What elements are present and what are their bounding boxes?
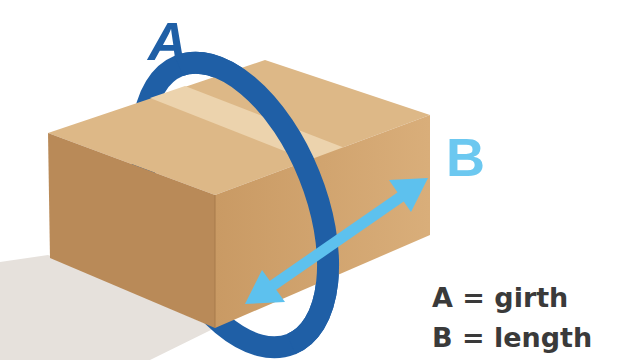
girth-band-front — [160, 36, 365, 364]
dimension-letter: A — [148, 14, 187, 68]
box-left-face — [48, 133, 215, 328]
box-edge — [215, 195, 216, 328]
key-text: A = girth — [432, 284, 568, 311]
dimension-letter: B — [446, 130, 485, 184]
key-text: B = length — [432, 324, 592, 351]
length-arrow — [245, 178, 428, 304]
